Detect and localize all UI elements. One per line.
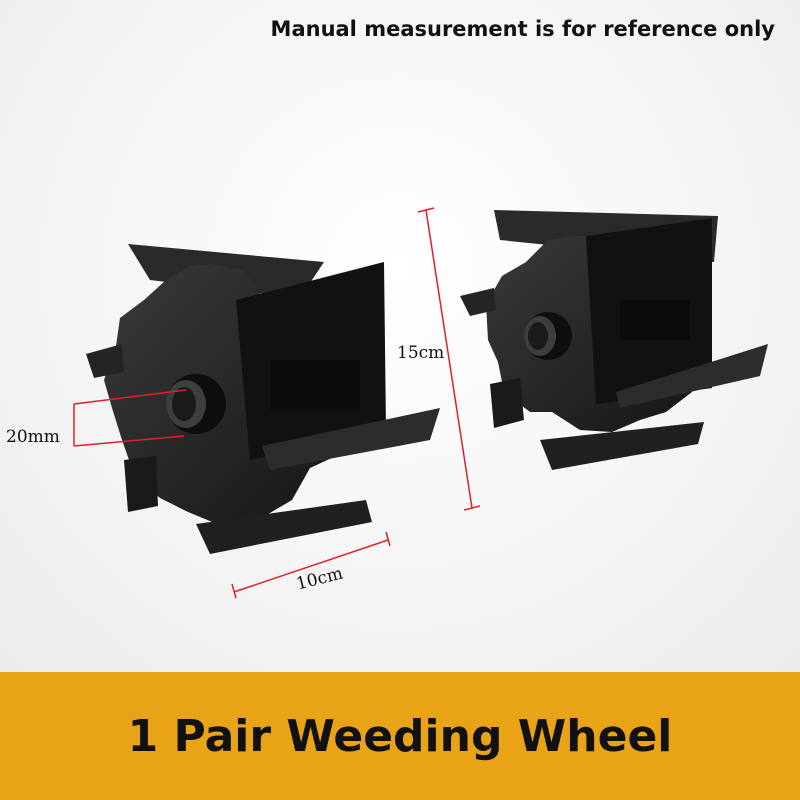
measurement-disclaimer: Manual measurement is for reference only	[270, 17, 775, 41]
dimension-10cm	[231, 531, 391, 599]
product-title: 1 Pair Weeding Wheel	[127, 710, 673, 762]
title-banner: 1 Pair Weeding Wheel	[0, 672, 800, 800]
dimension-20mm	[73, 389, 187, 447]
left-weeding-wheel	[86, 244, 440, 554]
right-weeding-wheel	[460, 210, 768, 470]
dimension-15cm	[417, 207, 481, 511]
weeding-wheels-illustration	[73, 207, 768, 599]
height-label: 15cm	[397, 343, 445, 363]
hole-diameter-label: 20mm	[6, 427, 60, 447]
product-photo: 20mm 15cm 10cm Manual measurement is for…	[0, 0, 800, 672]
